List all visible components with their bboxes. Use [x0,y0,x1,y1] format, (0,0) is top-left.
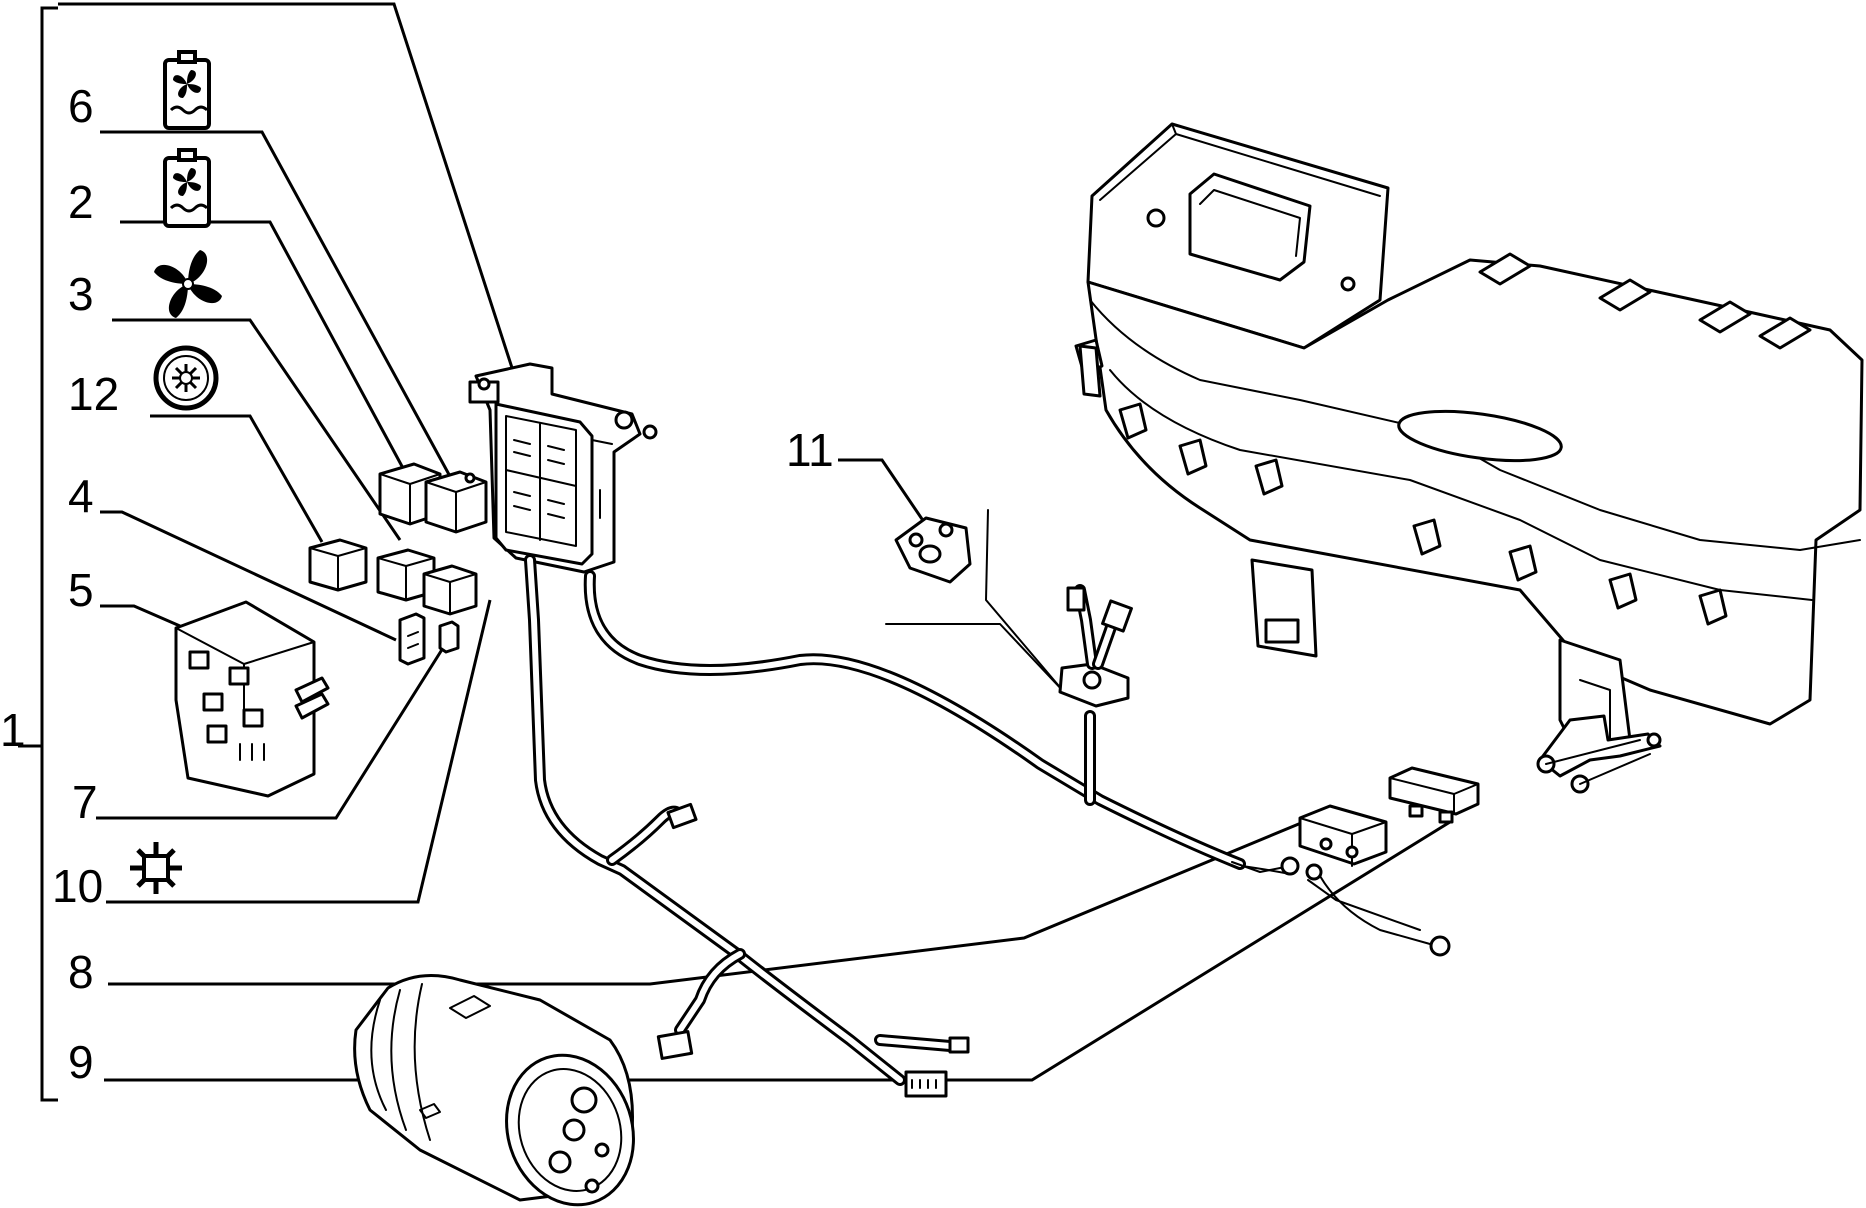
module-9 [1388,766,1480,824]
wiring-harness [524,554,1451,1098]
relay-12 [308,538,368,592]
fan-coolant-relay-icon [163,50,211,130]
callout-6[interactable]: 6 [68,80,94,132]
relay-10 [422,564,478,616]
relay-6 [424,470,488,534]
callout-4[interactable]: 4 [68,470,94,522]
snowflake-icon [130,842,182,894]
callout-9[interactable]: 9 [68,1036,94,1088]
callout-1-bracket [18,6,58,1102]
callout-7[interactable]: 7 [72,776,98,828]
callout-11[interactable]: 11 [786,424,834,476]
fan-coolant-relay-icon [163,148,211,228]
fuse-holder-5 [174,600,330,798]
clip-4 [398,612,426,666]
leader-lines [58,2,1451,1082]
callout-8[interactable]: 8 [68,946,94,998]
callout-5[interactable]: 5 [68,564,94,616]
bracket-11 [894,516,972,584]
callout-3[interactable]: 3 [68,268,94,320]
compressor [353,974,635,1207]
callout-labels: 1 2 3 4 5 6 7 8 9 10 11 12 [0,80,834,1088]
callout-10[interactable]: 10 [52,860,103,912]
air-conditioning-circle-icon [153,345,219,411]
hvac-unit [1074,122,1864,794]
callout-2[interactable]: 2 [68,176,94,228]
fuse-7 [438,620,460,654]
fuse-box [468,362,658,574]
fan-icon [154,250,222,318]
module-8 [1298,804,1388,867]
callout-12[interactable]: 12 [68,368,119,420]
callout-1[interactable]: 1 [0,704,26,756]
